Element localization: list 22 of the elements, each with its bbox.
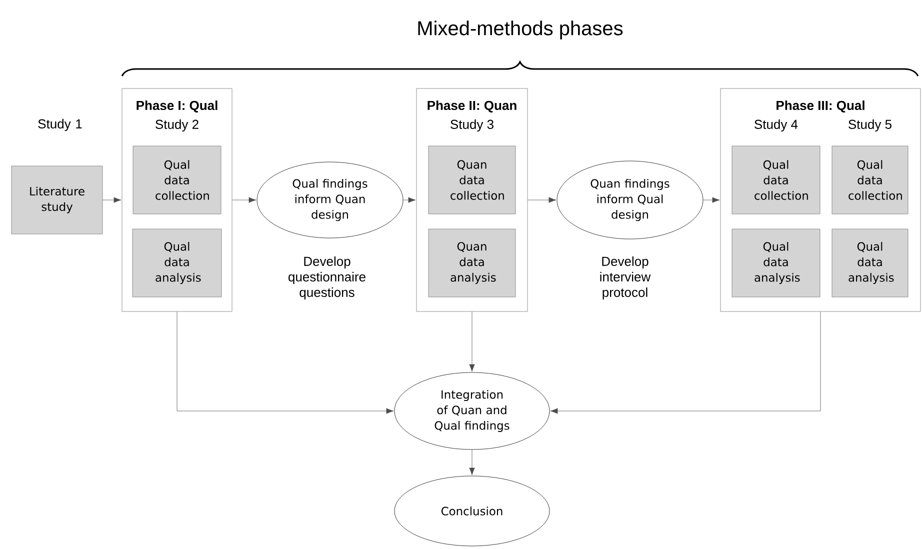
- caption-text: Study 1: [38, 118, 82, 132]
- process-box: Qual data analysis: [132, 228, 222, 298]
- arrow: [469, 312, 475, 372]
- process-box: Qual data analysis: [732, 228, 820, 298]
- process-box: Qual data analysis: [832, 228, 908, 298]
- process-box: Qual data collection: [732, 146, 820, 214]
- arrow: [550, 312, 821, 414]
- process-box: Qual data collection: [832, 146, 908, 214]
- heading: Mixed-methods phases: [418, 20, 623, 40]
- caption-text: Develop questionnaire questions: [288, 256, 366, 300]
- process-box: Quan data collection: [428, 146, 516, 214]
- arrow: [403, 197, 416, 203]
- process-box: Quan data analysis: [428, 228, 516, 298]
- process-box: Qual data collection: [132, 146, 222, 214]
- caption-text: Develop interview protocol: [600, 256, 651, 300]
- arrow: [703, 197, 720, 203]
- arrow: [102, 197, 122, 203]
- arrow: [528, 197, 556, 203]
- arrow: [469, 450, 475, 476]
- arrow: [176, 312, 394, 414]
- process-box: Literature study: [11, 166, 103, 234]
- arrow: [232, 197, 256, 203]
